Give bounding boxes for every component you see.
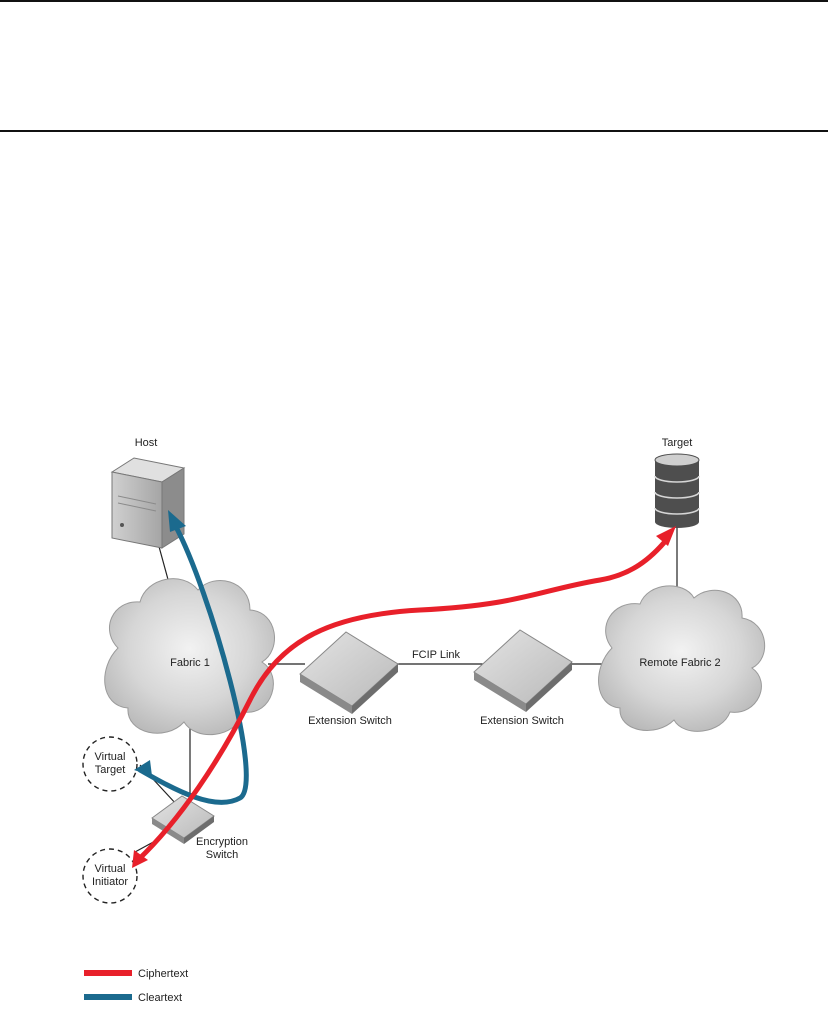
legend: Ciphertext Cleartext [84, 968, 188, 1004]
ciphertext-path [132, 526, 676, 868]
virtual-target-label-line1: Virtual [95, 751, 126, 763]
fcip-link-label: FCIP Link [412, 649, 461, 661]
virtual-target-label-line2: Target [95, 764, 126, 776]
cleartext-path [134, 510, 249, 805]
encryption-switch-label-line1: Encryption [196, 836, 248, 848]
target-storage-icon [654, 453, 700, 528]
virtual-initiator-circle [82, 848, 138, 904]
extension-switch-left-label: Extension Switch [308, 715, 392, 727]
top-rule [0, 0, 828, 2]
extension-switch-left-icon [299, 631, 399, 714]
host-server-icon [110, 457, 186, 549]
legend-swatch-cleartext [84, 994, 132, 1000]
remote-fabric2-label: Remote Fabric 2 [639, 657, 720, 669]
host-label: Host [135, 437, 158, 449]
legend-swatch-ciphertext [84, 970, 132, 976]
extension-switch-right-icon [473, 629, 573, 712]
encryption-switch-label-line2: Switch [206, 849, 238, 861]
virtual-target-circle [82, 736, 138, 792]
legend-label-cleartext: Cleartext [138, 992, 182, 1004]
fabric1-label: Fabric 1 [170, 657, 210, 669]
virtual-initiator-label-line1: Virtual [95, 863, 126, 875]
remote-fabric2-cloud [598, 585, 766, 732]
extension-switch-right-label: Extension Switch [480, 715, 564, 727]
virtual-initiator-label-line2: Initiator [92, 876, 128, 888]
target-label: Target [662, 437, 693, 449]
legend-label-ciphertext: Ciphertext [138, 968, 188, 980]
header-rule [0, 130, 828, 132]
